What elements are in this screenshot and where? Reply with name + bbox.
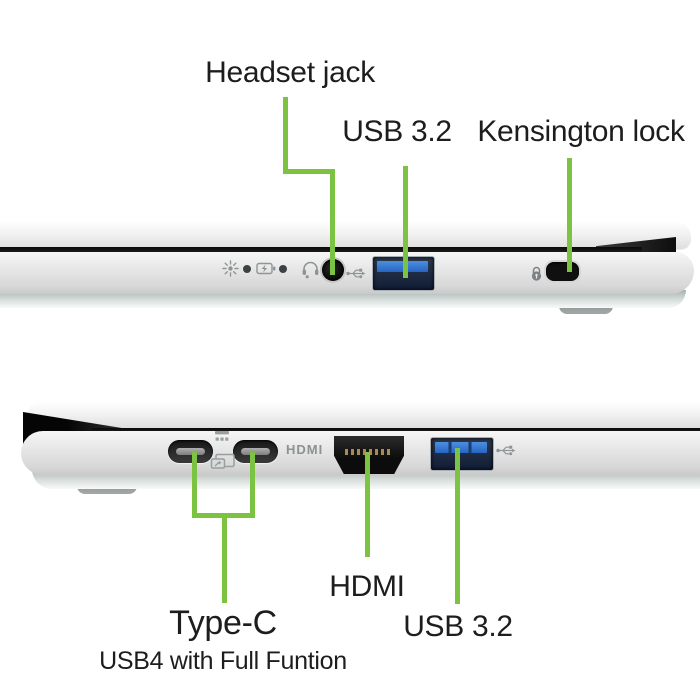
usb-c-port-2 xyxy=(233,440,278,463)
usb-port-tongue xyxy=(377,261,428,272)
typec-callout-stem xyxy=(222,513,227,603)
typec2-callout-line xyxy=(250,452,255,518)
power-led-dot xyxy=(243,265,251,273)
typec1-callout-line xyxy=(192,452,197,518)
hdmi-callout-line xyxy=(365,452,370,557)
kensington-callout-line xyxy=(567,158,572,272)
usb-c-slot xyxy=(241,448,270,455)
battery-led-dot xyxy=(279,265,287,273)
kensington-lock-icon xyxy=(531,266,542,281)
lid-body-gap-line xyxy=(0,247,642,254)
usb4-charge-icon xyxy=(215,431,229,441)
hdmi-chassis-text: HDMI xyxy=(286,442,324,457)
hdmi-label: HDMI xyxy=(329,570,405,603)
bottom-usb-a-port xyxy=(430,437,494,471)
usb-c-slot xyxy=(176,448,205,455)
laptop-underside-edge xyxy=(0,290,686,308)
laptop-lid-edge xyxy=(0,221,691,249)
top-usb-callout-line xyxy=(403,166,408,278)
top-usb-label: USB 3.2 xyxy=(342,115,452,148)
battery-charge-icon xyxy=(256,262,276,275)
usb-c-port-1 xyxy=(168,440,213,463)
typec-sublabel: USB4 with Full Funtion xyxy=(99,647,347,675)
usb-port-tongue xyxy=(435,442,487,453)
headset-icon xyxy=(302,261,319,279)
bottom-usb-icon xyxy=(496,445,516,456)
kensington-lock-slot xyxy=(546,262,579,281)
kensington-lock-label: Kensington lock xyxy=(477,115,685,148)
laptop-lid-edge-2 xyxy=(27,402,700,429)
headset-callout-line-vertical-1 xyxy=(283,97,288,174)
bottom-usb-callout-line xyxy=(455,448,460,604)
top-usb-icon xyxy=(346,268,366,279)
headset-jack-label: Headset jack xyxy=(205,56,375,89)
external-display-icon xyxy=(210,453,235,469)
typec-label: Type-C xyxy=(169,604,277,642)
power-led-icon xyxy=(222,260,239,277)
headset-callout-line-horizontal xyxy=(283,169,335,174)
bottom-usb-label: USB 3.2 xyxy=(403,610,513,643)
headset-callout-line-vertical-2 xyxy=(330,169,335,275)
